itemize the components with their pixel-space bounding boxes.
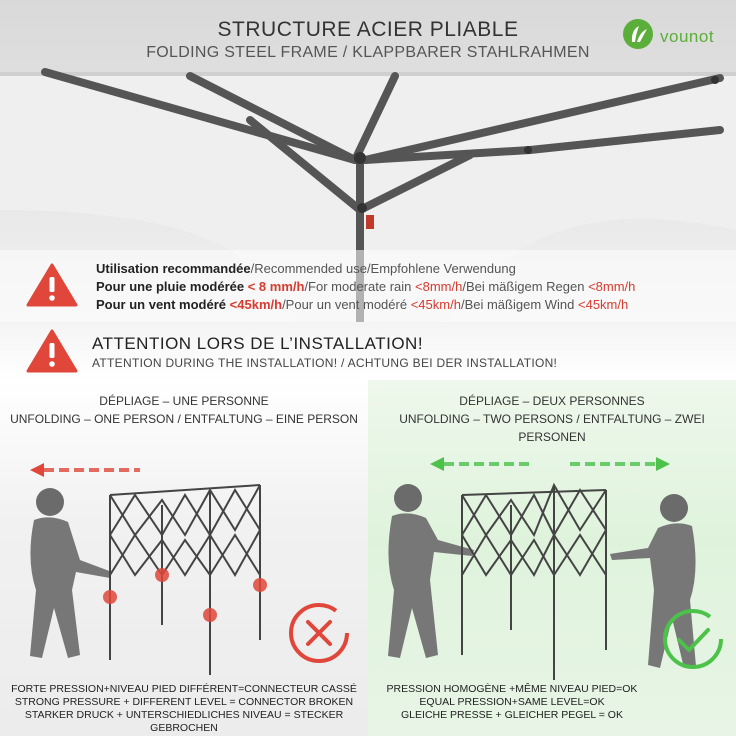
right-caption-3: GLEICHE PRESSE + GLEICHER PEGEL = OK (401, 709, 623, 721)
page-title: STRUCTURE ACIER PLIABLE (217, 18, 519, 41)
person-silhouette-icon (610, 494, 696, 668)
cross-circle-icon (289, 603, 349, 663)
usage-line-3-de: /Bei mäßigem Wind (460, 297, 575, 312)
left-caption-3: STARKER DRUCK + UNTERSCHIEDLICHES NIVEAU… (24, 709, 344, 734)
right-panel-heading-1: DÉPLIAGE – DEUX PERSONNES (459, 394, 645, 408)
left-caption-1: FORTE PRESSION+NIVEAU PIED DIFFÉRENT=CON… (11, 683, 357, 695)
direction-arrows-icon (430, 457, 670, 471)
usage-line-1: Utilisation recommandée/Recommended use/… (96, 260, 635, 278)
usage-line-1-rest: /Recommended use/Empfohlene Verwendung (250, 261, 516, 276)
left-panel-heading-2: UNFOLDING – ONE PERSON / ENTFALTUNG – EI… (10, 412, 358, 426)
warning-triangle-icon (26, 262, 78, 313)
left-panel: DÉPLIAGE – UNE PERSONNE UNFOLDING – ONE … (0, 380, 368, 736)
canopy-photo (0, 0, 736, 330)
install-warning-band (0, 322, 736, 380)
wind-limit-en: <45km/h (410, 297, 461, 312)
rain-limit-de: <8mm/h (588, 279, 636, 294)
wind-limit: <45km/h (229, 297, 283, 312)
person-silhouette-icon (388, 484, 474, 658)
rain-limit: < 8 mm/h (247, 279, 305, 294)
usage-line-2: Pour une pluie modérée < 8 mm/h/For mode… (96, 278, 635, 296)
left-panel-heading-1: DÉPLIAGE – UNE PERSONNE (99, 394, 269, 408)
usage-line-2-de: /Bei mäßigem Regen (462, 279, 585, 294)
usage-line-2-bold: Pour une pluie modérée (96, 279, 245, 294)
folding-frame-illustration (461, 482, 607, 680)
usage-warning-text: Utilisation recommandée/Recommended use/… (96, 260, 635, 314)
brand-name: vounot (660, 26, 715, 46)
usage-line-3: Pour un vent modéré <45km/h/Pour un vent… (96, 296, 635, 314)
warning-triangle-icon (26, 328, 78, 379)
wind-limit-de: <45km/h (578, 297, 629, 312)
install-warning-title: ATTENTION LORS DE L’INSTALLATION! (92, 334, 424, 353)
right-panel-heading-2: UNFOLDING – TWO PERSONS / ENTFALTUNG – Z… (399, 412, 705, 444)
left-caption-2: STRONG PRESSURE + DIFFERENT LEVEL = CONN… (14, 696, 354, 708)
right-caption-2: EQUAL PRESSION+SAME LEVEL=OK (419, 696, 605, 708)
right-caption-1: PRESSION HOMOGÈNE +MÊME NIVEAU PIED=OK (386, 683, 638, 695)
rain-limit-en: <8mm/h (415, 279, 463, 294)
folding-frame-illustration (103, 484, 267, 675)
usage-line-3-en: /Pour un vent modéré (282, 297, 408, 312)
usage-line-3-bold: Pour un vent modéré (96, 297, 227, 312)
install-warning-subtitle: ATTENTION DURING THE INSTALLATION! / ACH… (92, 356, 558, 370)
usage-line-2-en: /For moderate rain (304, 279, 412, 294)
leaf-logo-icon (622, 18, 654, 55)
person-silhouette-icon (30, 488, 112, 658)
right-panel: DÉPLIAGE – DEUX PERSONNES UNFOLDING – TW… (368, 380, 736, 736)
page-subtitle: FOLDING STEEL FRAME / KLAPPBARER STAHLRA… (146, 44, 590, 61)
check-circle-icon (663, 609, 723, 669)
usage-line-1-bold: Utilisation recommandée (96, 261, 251, 276)
direction-arrow-icon (30, 463, 140, 477)
brand-logo: vounot (622, 18, 714, 55)
